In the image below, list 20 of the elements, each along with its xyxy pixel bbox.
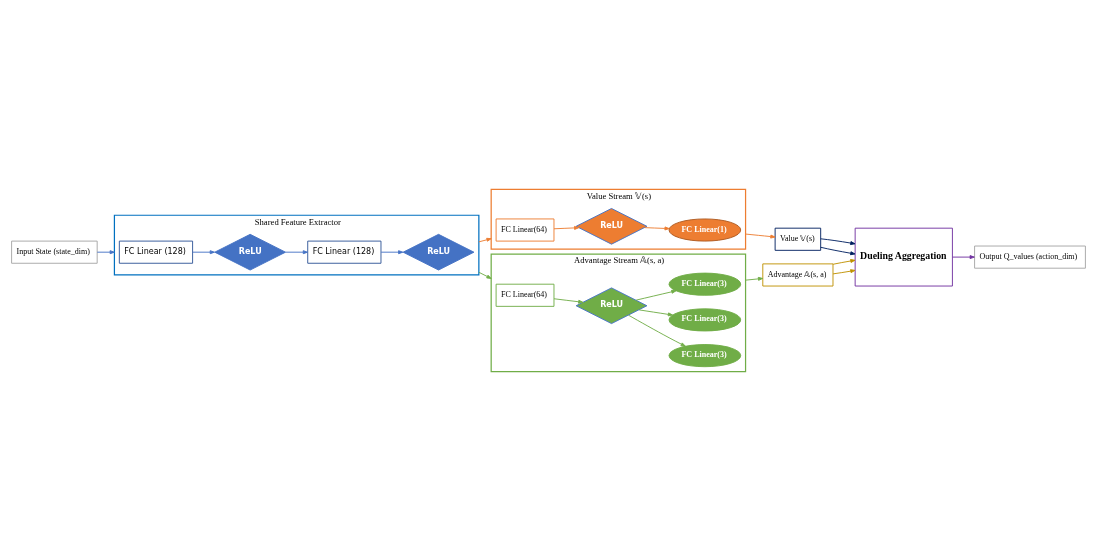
arrow [832, 268, 856, 274]
arrow [285, 249, 309, 254]
arrow [644, 225, 670, 230]
arrow [820, 246, 856, 255]
arrow [820, 237, 856, 245]
arrow [553, 225, 580, 230]
node-box: Dueling Aggregation [854, 227, 953, 286]
arrow [635, 289, 677, 301]
arrow [96, 249, 115, 254]
arrow [745, 276, 764, 281]
arrow [478, 237, 492, 242]
arrow [553, 297, 584, 304]
arrow [745, 233, 776, 239]
arrow [952, 254, 975, 259]
arrow [478, 271, 492, 279]
arrow [832, 258, 856, 265]
arrow [638, 308, 674, 316]
arrow [192, 249, 215, 254]
arrow [628, 314, 686, 347]
arrow [380, 249, 404, 254]
